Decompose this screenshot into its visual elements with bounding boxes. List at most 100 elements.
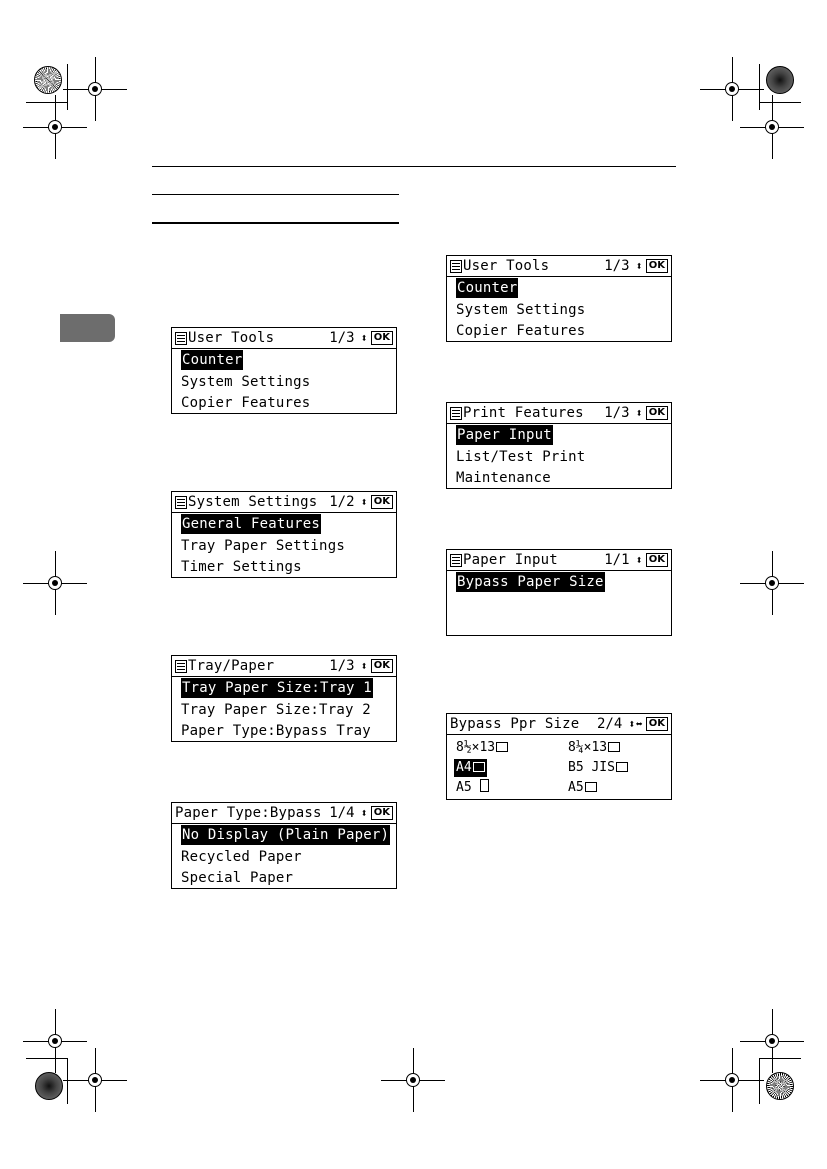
lcd-item-general-features[interactable]: General Features bbox=[181, 514, 322, 534]
up-down-arrow-icon: ⬍ bbox=[635, 406, 643, 420]
lcd-item-timer-settings[interactable]: Timer Settings bbox=[181, 559, 302, 575]
lcd-header: System Settings 1/2 ⬍ OK bbox=[172, 492, 396, 513]
paper-size-option[interactable]: A5 bbox=[568, 779, 597, 797]
crop-line bbox=[67, 64, 68, 110]
ok-button[interactable]: OK bbox=[370, 331, 393, 345]
paper-size-option[interactable]: 8¼×13 bbox=[568, 739, 621, 757]
lcd-header: User Tools 1/3 ⬍ OK bbox=[447, 256, 671, 277]
lcd-system-settings: System Settings 1/2 ⬍ OK General Feature… bbox=[171, 491, 397, 578]
landscape-paper-icon bbox=[615, 762, 628, 772]
ok-button[interactable]: OK bbox=[370, 659, 393, 673]
lcd-header: Tray/Paper 1/3 ⬍ OK bbox=[172, 656, 396, 677]
ok-button[interactable]: OK bbox=[370, 495, 393, 509]
paper-size-option[interactable]: A4 bbox=[454, 759, 487, 777]
paper-size-label: 8½×13 bbox=[456, 740, 496, 755]
lcd-item-no-display-plain-paper[interactable]: No Display (Plain Paper) bbox=[181, 825, 391, 845]
lcd-item-tray-paper-size-tray-2[interactable]: Tray Paper Size:Tray 2 bbox=[181, 702, 371, 718]
up-down-arrow-icon: ⬍ bbox=[360, 806, 368, 820]
lcd-tray-paper: Tray/Paper 1/3 ⬍ OK Tray Paper Size:Tray… bbox=[171, 655, 397, 742]
menu-icon bbox=[175, 495, 187, 509]
paper-size-option[interactable]: 8½×13 bbox=[456, 739, 509, 757]
lcd-paper-type-bypass: Paper Type:Bypass 1/4 ⬍ OK No Display (P… bbox=[171, 802, 397, 889]
paper-size-label: A4 bbox=[456, 760, 472, 775]
registration-disc-bottom-left bbox=[35, 1072, 63, 1100]
lcd-title: User Tools bbox=[188, 330, 275, 346]
lcd-paper-input: Paper Input 1/1 ⬍ OK Bypass Paper Size bbox=[446, 549, 672, 636]
header-rule bbox=[152, 166, 676, 167]
lcd-title: User Tools bbox=[463, 258, 550, 274]
lcd-item-system-settings[interactable]: System Settings bbox=[456, 302, 586, 318]
lcd-title: Print Features bbox=[463, 405, 584, 421]
crop-line bbox=[759, 1058, 801, 1059]
lcd-item-tray-paper-settings[interactable]: Tray Paper Settings bbox=[181, 538, 345, 554]
paper-size-option[interactable]: A5 bbox=[456, 779, 490, 797]
paper-size-label: A5 bbox=[456, 780, 472, 795]
up-down-arrow-icon: ⬍ bbox=[360, 495, 368, 509]
menu-icon bbox=[450, 553, 462, 567]
landscape-paper-icon bbox=[584, 782, 597, 792]
paper-size-label: 8¼×13 bbox=[568, 740, 608, 755]
registration-disc-bottom-right bbox=[766, 1072, 794, 1100]
lcd-page: 2/4 bbox=[597, 716, 623, 732]
lcd-page: 1/3 bbox=[604, 258, 630, 274]
up-down-arrow-icon: ⬍ bbox=[360, 659, 368, 673]
registration-mark-icon bbox=[23, 95, 87, 159]
four-way-arrow-icon: ⬍⬌ bbox=[628, 717, 643, 731]
crop-line bbox=[759, 64, 760, 110]
registration-disc-top-left bbox=[34, 66, 62, 94]
section-rule-bottom bbox=[152, 222, 399, 224]
ok-button[interactable]: OK bbox=[645, 406, 668, 420]
lcd-item-system-settings[interactable]: System Settings bbox=[181, 374, 311, 390]
ok-button[interactable]: OK bbox=[645, 259, 668, 273]
lcd-item-counter[interactable]: Counter bbox=[456, 278, 519, 298]
registration-mark-icon bbox=[740, 95, 804, 159]
lcd-item-copier-features[interactable]: Copier Features bbox=[456, 323, 586, 339]
menu-icon bbox=[450, 406, 462, 420]
lcd-title: Bypass Ppr Size bbox=[450, 716, 580, 732]
crop-line bbox=[26, 102, 68, 103]
lcd-item-paper-input[interactable]: Paper Input bbox=[456, 425, 553, 445]
section-rule-top bbox=[152, 194, 399, 195]
lcd-item-tray-paper-size-tray-1[interactable]: Tray Paper Size:Tray 1 bbox=[181, 678, 373, 698]
lcd-user-tools: User Tools 1/3 ⬍ OK Counter System Setti… bbox=[171, 327, 397, 414]
ok-button[interactable]: OK bbox=[645, 717, 668, 731]
crop-line bbox=[759, 1058, 760, 1104]
paper-size-label: A5 bbox=[568, 780, 584, 795]
registration-mark-icon bbox=[23, 1009, 87, 1073]
lcd-item-maintenance[interactable]: Maintenance bbox=[456, 470, 551, 486]
lcd-title: Paper Type:Bypass bbox=[175, 805, 322, 821]
menu-icon bbox=[175, 659, 187, 673]
menu-icon bbox=[175, 331, 187, 345]
lcd-item-recycled-paper[interactable]: Recycled Paper bbox=[181, 849, 302, 865]
landscape-paper-icon bbox=[608, 742, 621, 752]
crop-line bbox=[759, 102, 801, 103]
lcd-title: Tray/Paper bbox=[188, 658, 275, 674]
lcd-item-special-paper[interactable]: Special Paper bbox=[181, 870, 294, 886]
lcd-item-paper-type-bypass-tray[interactable]: Paper Type:Bypass Tray bbox=[181, 723, 371, 739]
paper-size-label: B5 JIS bbox=[568, 760, 615, 775]
registration-mark-icon bbox=[63, 57, 127, 121]
up-down-arrow-icon: ⬍ bbox=[635, 553, 643, 567]
up-down-arrow-icon: ⬍ bbox=[360, 331, 368, 345]
lcd-item-counter[interactable]: Counter bbox=[181, 350, 244, 370]
chapter-tab bbox=[60, 314, 115, 342]
up-down-arrow-icon: ⬍ bbox=[635, 259, 643, 273]
paper-size-option[interactable]: B5 JIS bbox=[568, 759, 628, 777]
lcd-header: Print Features 1/3 ⬍ OK bbox=[447, 403, 671, 424]
registration-mark-icon bbox=[700, 1048, 764, 1112]
lcd-header: Bypass Ppr Size 2/4 ⬍⬌ OK bbox=[447, 714, 671, 735]
lcd-page: 1/3 bbox=[329, 658, 355, 674]
lcd-item-list-test-print[interactable]: List/Test Print bbox=[456, 449, 586, 465]
ok-button[interactable]: OK bbox=[370, 806, 393, 820]
registration-mark-icon bbox=[700, 57, 764, 121]
ok-button[interactable]: OK bbox=[645, 553, 668, 567]
landscape-paper-icon bbox=[496, 742, 509, 752]
lcd-user-tools: User Tools 1/3 ⬍ OK Counter System Setti… bbox=[446, 255, 672, 342]
registration-mark-icon bbox=[23, 551, 87, 615]
lcd-header: Paper Input 1/1 ⬍ OK bbox=[447, 550, 671, 571]
lcd-item-copier-features[interactable]: Copier Features bbox=[181, 395, 311, 411]
portrait-paper-icon bbox=[480, 779, 490, 792]
registration-mark-icon bbox=[740, 1009, 804, 1073]
lcd-item-bypass-paper-size[interactable]: Bypass Paper Size bbox=[456, 572, 605, 592]
registration-mark-icon bbox=[381, 1048, 445, 1112]
